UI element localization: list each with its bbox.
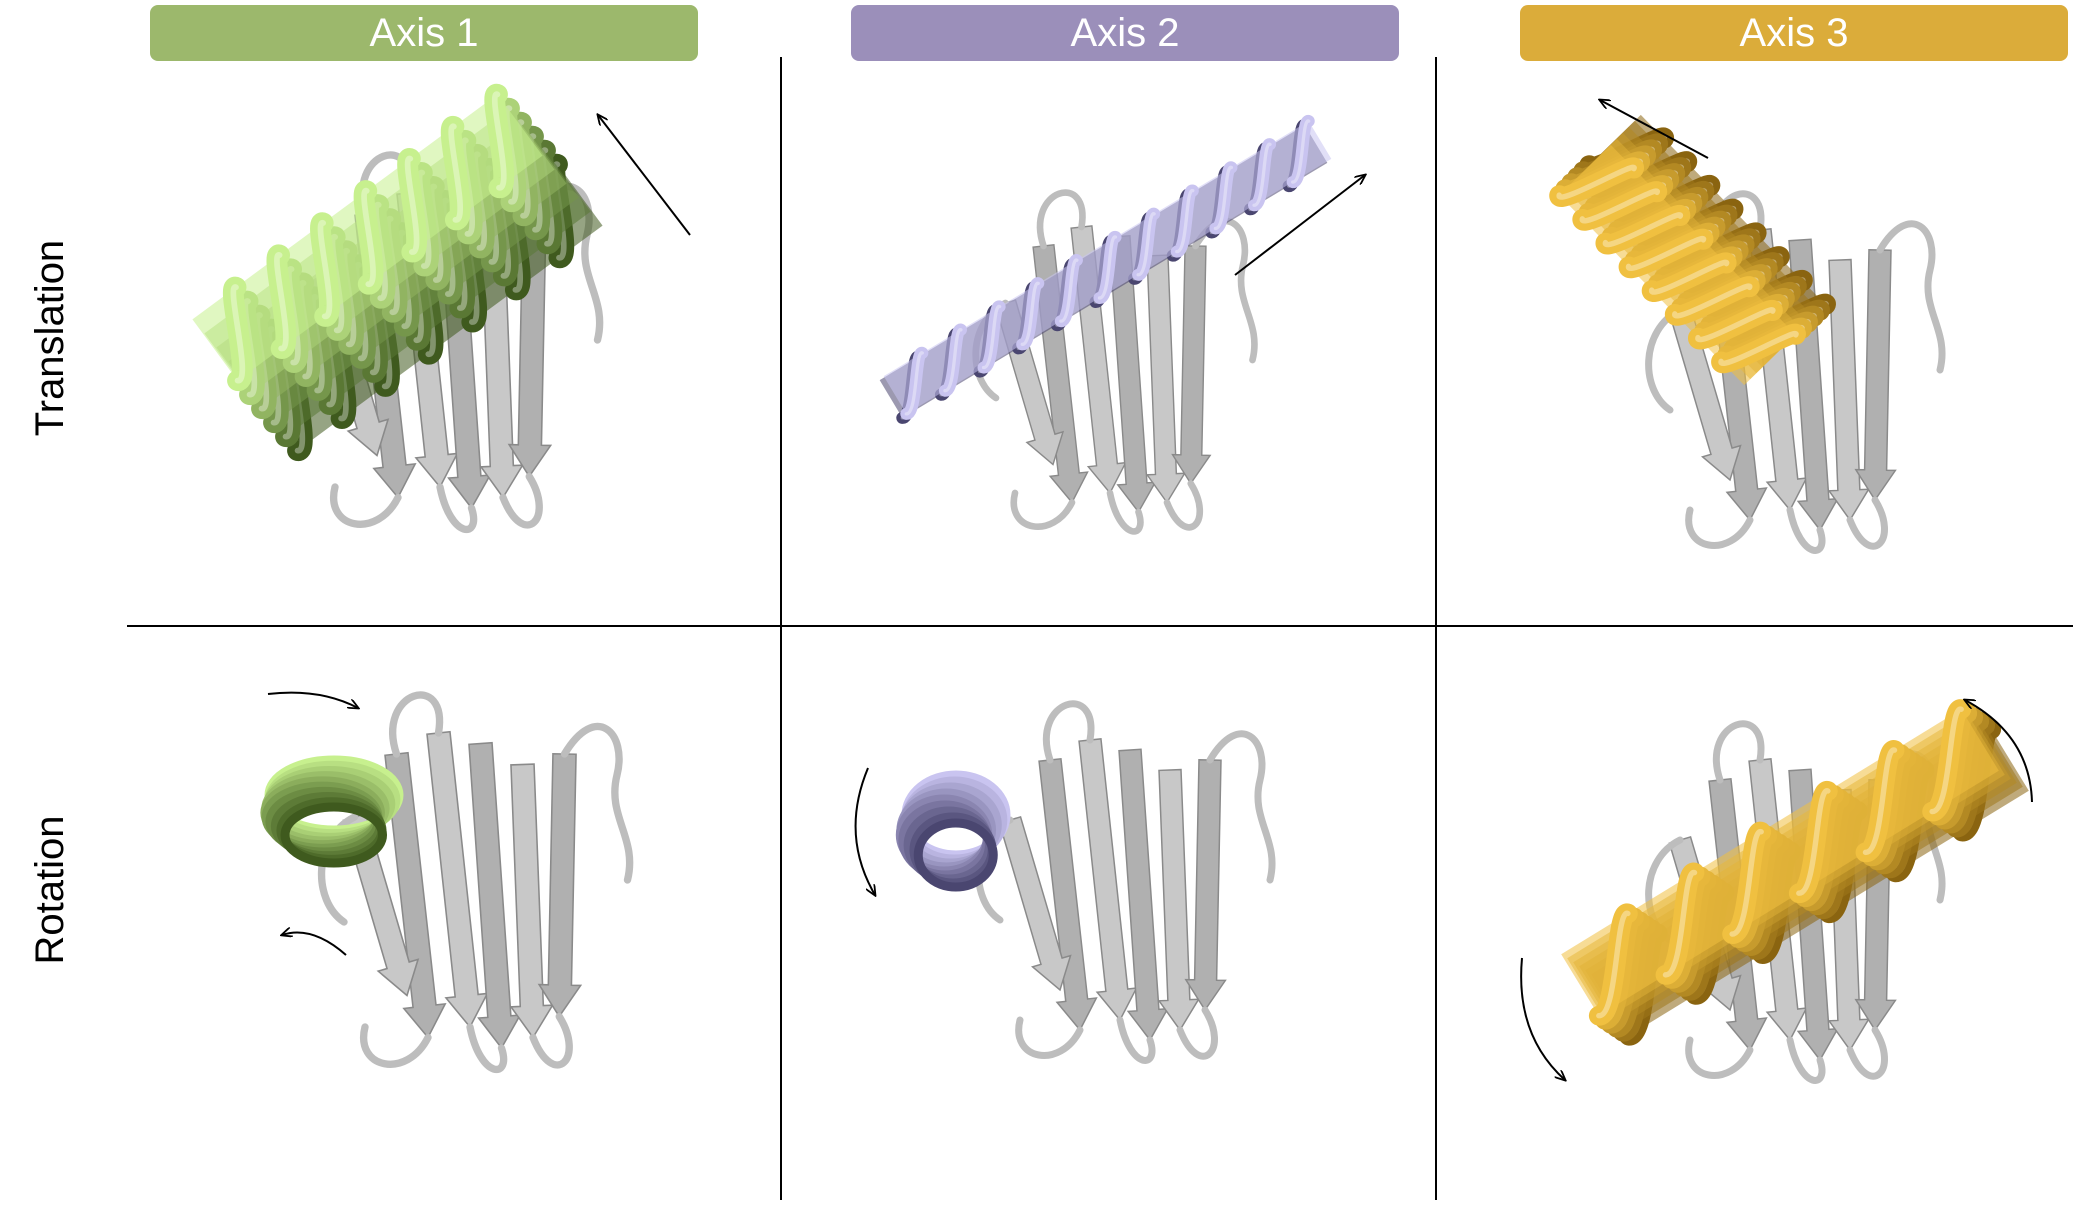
loop [1685, 1036, 1754, 1079]
loop [1116, 1016, 1156, 1064]
beta-strand [1184, 759, 1227, 1012]
helix-highlight [317, 220, 333, 320]
helix-highlight [1596, 910, 1631, 1019]
loop [1712, 720, 1765, 784]
helix-highlight [274, 252, 289, 352]
helix-highlight [361, 187, 376, 288]
loop [1036, 189, 1086, 250]
arrow-straight-icon [1234, 175, 1365, 276]
beta-strand [1854, 249, 1897, 502]
loop [1685, 506, 1754, 549]
coil-ring [913, 818, 998, 892]
helix-coil-axis-1 [260, 755, 404, 868]
helix-highlight [1556, 164, 1637, 200]
beta-strand [1078, 738, 1138, 1022]
helix-highlight [1718, 330, 1799, 366]
arrow-curved-icon [1520, 957, 1565, 1080]
helix-highlight [1729, 829, 1764, 937]
coil-ring [280, 802, 388, 868]
beta-strand [1157, 768, 1200, 1032]
loop [359, 1023, 432, 1068]
column-header-axis-1: Axis 1 [150, 5, 698, 61]
helix-highlight [1213, 165, 1234, 231]
helix-highlight [230, 284, 246, 384]
beta-strand [1827, 258, 1870, 522]
helix-highlight [491, 91, 507, 191]
loop [499, 472, 543, 529]
beta-strand [1118, 748, 1170, 1042]
helix-highlight [981, 304, 1002, 370]
helix-copy [1549, 144, 1806, 386]
helix-highlight [1695, 307, 1776, 343]
loop [436, 483, 478, 534]
helix-highlight [1602, 212, 1683, 248]
helix-highlight [1020, 281, 1040, 346]
arrow-curved-icon [854, 767, 875, 895]
protein-ribbon [975, 700, 1276, 1064]
loop [466, 1023, 508, 1074]
helix-copy [1561, 699, 1999, 1026]
helix-highlight [1136, 212, 1156, 277]
loop [1786, 1036, 1826, 1084]
helix-highlight [1662, 869, 1698, 978]
helix-highlight [1649, 259, 1730, 295]
loop [329, 483, 402, 528]
helix-highlight [404, 155, 420, 255]
helix-highlight [1252, 142, 1272, 207]
loop [1042, 700, 1095, 764]
loop [560, 722, 634, 884]
helix-highlight [1097, 235, 1118, 300]
helix-copy [192, 83, 543, 392]
loop [389, 691, 444, 758]
beta-strand [384, 751, 447, 1039]
loop [1015, 1016, 1084, 1059]
beta-strand [509, 763, 554, 1039]
loop [1846, 496, 1888, 550]
protein-ribbon [317, 691, 634, 1074]
helix-highlight [904, 351, 924, 416]
loop [1163, 480, 1204, 531]
beta-strand [537, 752, 583, 1018]
loop [1876, 220, 1946, 374]
arrow-curved-icon [1965, 700, 2033, 803]
loop [1010, 489, 1076, 530]
helix-highlight [1059, 258, 1079, 323]
beta-strand [1038, 757, 1098, 1032]
loop [1206, 730, 1276, 884]
motion-arrows [267, 100, 2033, 1080]
helix-coil-axis-2 [895, 770, 1011, 892]
helix-structures [192, 83, 2029, 1046]
column-header-axis-3: Axis 3 [1520, 5, 2068, 61]
helix-highlight [1291, 119, 1311, 184]
loop [1786, 506, 1826, 554]
beta-strand [998, 815, 1072, 992]
helix-highlight [448, 123, 463, 223]
helix-highlight [1175, 189, 1195, 254]
column-header-axis-2: Axis 2 [851, 5, 1399, 61]
arrow-straight-icon [598, 115, 691, 236]
helix-highlight [1929, 706, 1964, 815]
helix-highlight [1672, 283, 1753, 319]
beta-strand [1145, 254, 1186, 504]
helix-highlight [1796, 788, 1831, 896]
beta-strand [1171, 245, 1212, 485]
loop [1846, 1026, 1888, 1080]
grid-lines [127, 57, 2073, 1200]
loop [1106, 489, 1144, 535]
arrow-curved-icon [282, 933, 347, 956]
helix-highlight [1862, 747, 1898, 856]
beta-strand [468, 741, 522, 1050]
arrow-curved-icon [267, 691, 358, 708]
loop [1176, 1006, 1218, 1060]
beta-strand [426, 730, 489, 1029]
loop [529, 1012, 573, 1069]
helix-highlight [1625, 235, 1707, 271]
helix-highlight [943, 328, 963, 393]
arrow-straight-icon [1600, 100, 1709, 159]
helix-highlight [1579, 188, 1660, 224]
helix-copy [883, 115, 1332, 420]
